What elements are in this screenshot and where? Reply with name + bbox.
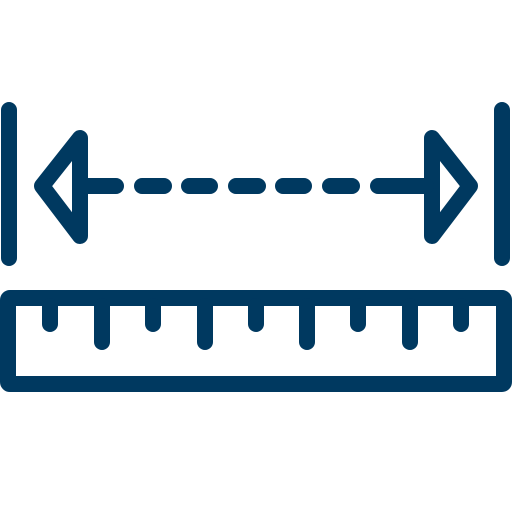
right-arrowhead-icon	[424, 130, 478, 244]
left-arrowhead-icon	[34, 130, 88, 244]
ruler-ticks	[42, 298, 469, 350]
